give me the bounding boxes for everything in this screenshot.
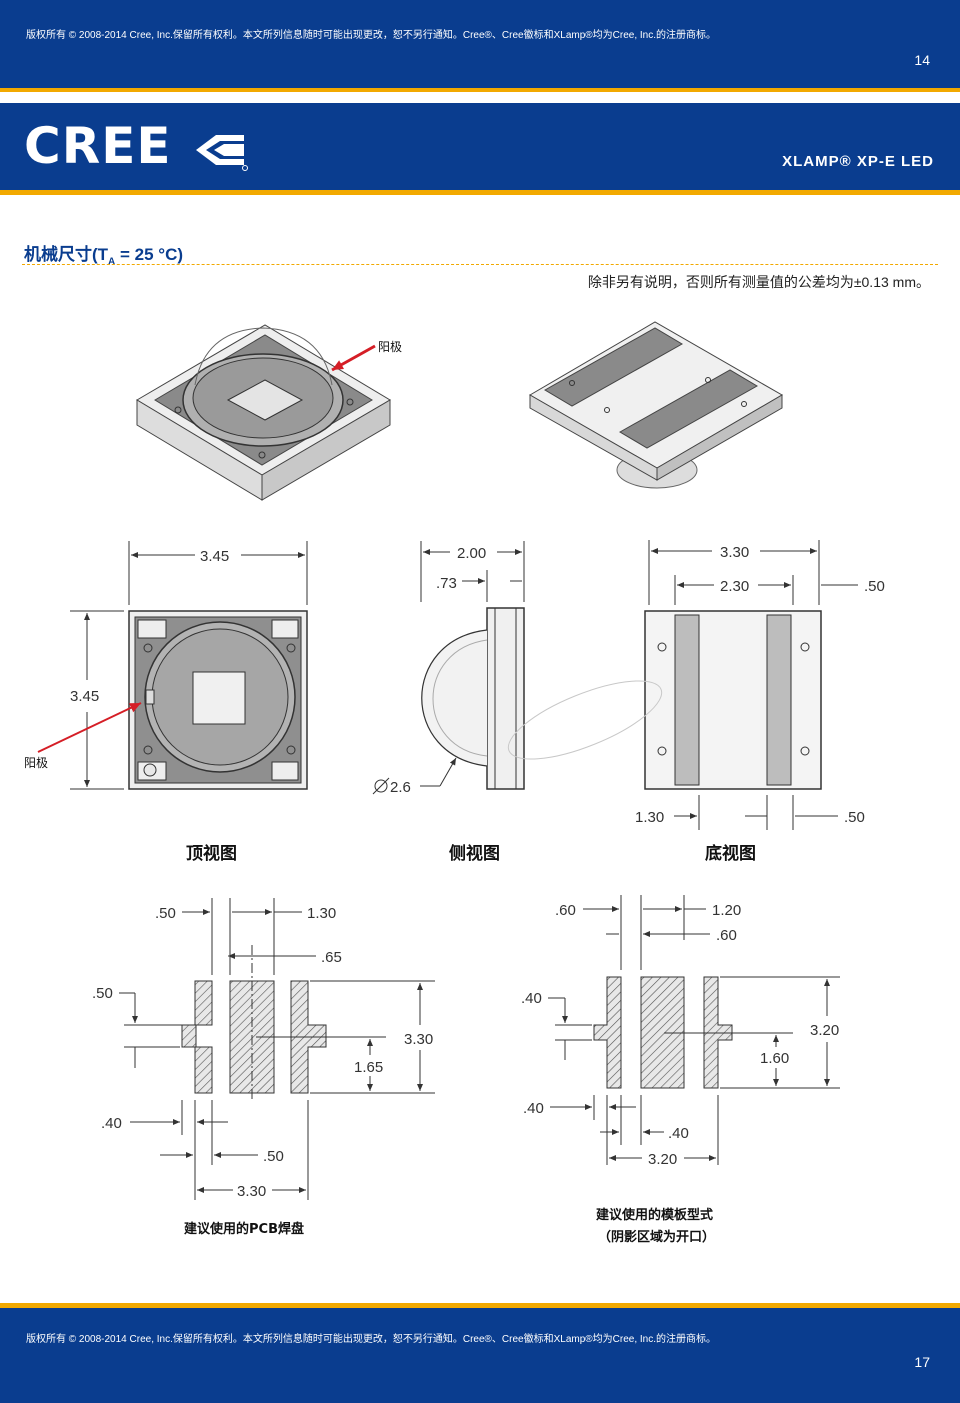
iso-anode-label: 阳极 (378, 340, 402, 354)
side-height-dim: 2.00 (457, 545, 486, 562)
tolerance-note: 除非另有说明，否则所有测量值的公差均为±0.13 mm。 (587, 274, 930, 290)
top-anode-label: 阳极 (24, 756, 48, 770)
pcb-dim-165: 1.65 (354, 1059, 383, 1076)
bottom-width-dim: 3.30 (720, 544, 749, 561)
stencil-dim-060-right: .60 (716, 927, 737, 944)
brand-header: CREE XLAMP® XP-E LED (0, 103, 960, 195)
pcb-dim-130: 1.30 (307, 905, 336, 922)
stencil-dim-060-left: .60 (555, 902, 576, 919)
iso-bottom-view (529, 321, 783, 489)
top-header-band: 版权所有 © 2008-2014 Cree, Inc.保留所有权利。本文所列信息… (0, 0, 960, 92)
cree-logo: CREE (24, 117, 248, 175)
side-view-label: 侧视图 (449, 843, 500, 864)
pcb-dim-065: .65 (321, 949, 342, 966)
footer-band: 版权所有 © 2008-2014 Cree, Inc.保留所有权利。本文所列信息… (0, 1303, 960, 1403)
pcb-dim-330-h: 3.30 (237, 1183, 266, 1200)
pcb-dim-050-bottom: .50 (263, 1148, 284, 1165)
top-height-dim: 3.45 (70, 688, 99, 705)
stencil-dim-040-top: .40 (521, 990, 542, 1007)
footer-copyright: 版权所有 © 2008-2014 Cree, Inc.保留所有权利。本文所列信息… (26, 1334, 716, 1345)
side-body-dim: .73 (436, 575, 457, 592)
stencil-dim-320-h: 3.20 (648, 1151, 677, 1168)
side-view-drawing: 2.00 .73 2.6 侧视图 (372, 541, 525, 864)
top-view-drawing: 3.45 3.45 阳极 顶视图 (24, 541, 308, 864)
title-divider (22, 264, 938, 265)
watermark-logo (507, 680, 663, 760)
mechanical-drawing: 阳极 3.45 (24, 321, 885, 1245)
pcb-dim-330-v: 3.30 (404, 1031, 433, 1048)
bottom-center-pad-dim: 1.30 (635, 809, 664, 826)
bottom-pad-span-dim: 2.30 (720, 578, 749, 595)
stencil-dim-040-bottom: .40 (523, 1100, 544, 1117)
iso-top-view: 阳极 (136, 324, 402, 501)
stencil-drawing: .60 1.20 .60 .40 3.20 1.60 .40 .40 (521, 895, 840, 1245)
pcb-dim-050-left: .50 (92, 985, 113, 1002)
header-page-number: 14 (914, 52, 930, 68)
bottom-edge-top-dim: .50 (864, 578, 885, 595)
side-lens-dim: 2.6 (390, 779, 411, 796)
footer-page-number: 17 (914, 1354, 930, 1370)
pcb-dim-040: .40 (101, 1115, 122, 1132)
section-title: 机械尺寸(TA = 25 °C) (24, 245, 184, 268)
bottom-view-drawing: 3.30 2.30 .50 1.30 .50 底视图 (635, 540, 885, 864)
pcb-pad-drawing: .50 1.30 .65 .50 3.30 1.65 .40 .50 3.3 (92, 898, 435, 1237)
stencil-label-line1: 建议使用的模板型式 (596, 1207, 713, 1223)
cree-logo-icon (195, 134, 248, 171)
stencil-dim-120: 1.20 (712, 902, 741, 919)
top-width-dim: 3.45 (200, 548, 229, 565)
logo-text: CREE (24, 117, 172, 175)
stencil-dim-160: 1.60 (760, 1050, 789, 1067)
stencil-label-line2: （阴影区域为开口） (598, 1229, 715, 1245)
top-view-label: 顶视图 (186, 843, 237, 864)
pcb-dim-050-top: .50 (155, 905, 176, 922)
pcb-pad-label: 建议使用的PCB焊盘 (184, 1221, 304, 1237)
header-copyright: 版权所有 © 2008-2014 Cree, Inc.保留所有权利。本文所列信息… (26, 30, 716, 41)
stencil-dim-040-h: .40 (668, 1125, 689, 1142)
product-name: XLAMP® XP-E LED (782, 153, 934, 170)
bottom-view-label: 底视图 (705, 843, 756, 864)
stencil-dim-320-v: 3.20 (810, 1022, 839, 1039)
bottom-edge-bottom-dim: .50 (844, 809, 865, 826)
